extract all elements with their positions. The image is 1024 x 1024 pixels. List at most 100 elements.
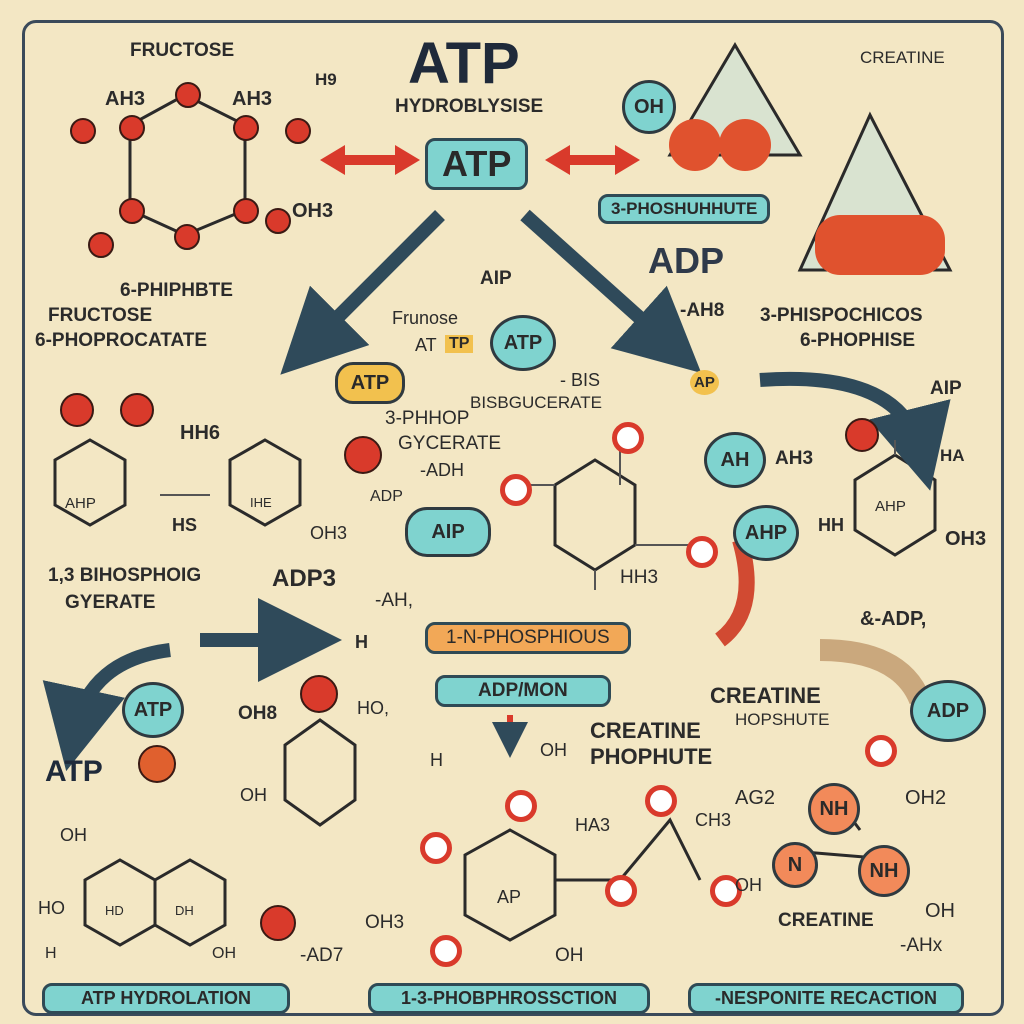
label: 6-PHOPROCATATE xyxy=(35,330,208,351)
label: AG2 xyxy=(735,787,776,809)
label: AT xyxy=(415,335,437,355)
label: OH8 xyxy=(238,703,278,724)
oxygen-atom xyxy=(174,224,200,250)
atp-node: ATP xyxy=(490,315,556,371)
oxygen-atom xyxy=(265,208,291,234)
reaction-arrows xyxy=(42,145,951,772)
oxygen-ring-atom xyxy=(505,790,537,822)
label: CREATINE PHOPHUTE xyxy=(590,718,713,769)
footer-pill-reaction: -NESPONITE RECACTION xyxy=(688,983,965,1014)
oxygen-atom xyxy=(285,118,311,144)
label: 3-PHHOP xyxy=(385,408,470,429)
footer-pill-phosphorylation: 1-3-PHOBPHROSSCTION xyxy=(368,983,651,1014)
label: HA xyxy=(940,446,965,465)
adp-node: ADP xyxy=(910,680,986,742)
ahp-node: AHP xyxy=(733,505,799,561)
ring-naphth-b xyxy=(153,858,227,947)
ring-center xyxy=(553,458,637,572)
label: ADP xyxy=(648,240,725,281)
oxygen-atom xyxy=(120,393,154,427)
subtitle: HYDROBLYSISE xyxy=(395,96,544,117)
oxygen-ring-atom xyxy=(420,832,452,864)
label: TP xyxy=(445,335,474,353)
oxygen-ring-atom xyxy=(865,735,897,767)
oxygen-atom xyxy=(70,118,96,144)
label: ATP xyxy=(45,755,103,788)
label: OH3 xyxy=(945,528,987,550)
label: GYCERATE xyxy=(398,433,502,454)
ring-left2 xyxy=(228,438,302,527)
label: OH3 xyxy=(365,912,405,933)
label: 6-PHOPHISE xyxy=(800,330,916,351)
oxygen-atom xyxy=(233,198,259,224)
nh-node: NH xyxy=(808,783,860,835)
label: ADP3 xyxy=(272,565,337,592)
label: HO, xyxy=(357,698,390,718)
label: AP xyxy=(690,370,719,395)
oxygen-atom xyxy=(88,232,114,258)
ring-left xyxy=(53,438,127,527)
ring-label: AHP xyxy=(875,498,906,515)
label: OH xyxy=(735,875,762,895)
label: H xyxy=(45,945,57,962)
label: 1,3 BIHOSPHOIG xyxy=(48,565,202,586)
ring-label: IHE xyxy=(250,495,272,510)
label: CREATINE xyxy=(778,910,874,931)
oxygen-ring-atom xyxy=(710,875,742,907)
label: BISBGUCERATE xyxy=(470,393,602,412)
page-title: ATP xyxy=(408,31,520,96)
label: FRUCTOSE xyxy=(48,305,153,326)
label: Frunose xyxy=(392,308,459,328)
label: OH3 xyxy=(310,523,348,543)
label: OH xyxy=(240,785,267,805)
oh-node: OH xyxy=(622,80,676,134)
label: CH3 xyxy=(695,810,732,830)
label: HOPSHUTE xyxy=(735,710,830,729)
atp-node: ATP xyxy=(122,682,184,738)
label: HH xyxy=(818,515,844,535)
label: -AHx xyxy=(900,935,943,956)
oxygen-atom xyxy=(260,905,296,941)
label: - BIS xyxy=(560,370,601,390)
atp-node: AIP xyxy=(405,507,491,557)
label: OH3 xyxy=(292,200,334,222)
flasks xyxy=(667,42,953,275)
label: OH2 xyxy=(905,787,947,809)
ring-bottom-left xyxy=(283,718,357,827)
label: ADP xyxy=(370,488,403,505)
label: AIP xyxy=(480,268,512,289)
label: HO xyxy=(38,898,65,918)
oxygen-atom xyxy=(119,115,145,141)
label: CREATINE xyxy=(710,683,821,708)
label: HA3 xyxy=(575,815,611,835)
oxygen-ring-atom xyxy=(605,875,637,907)
label: HH6 xyxy=(180,422,221,444)
atp-node: ATP xyxy=(335,362,405,404)
label: OH xyxy=(212,945,236,962)
label: -AH8 xyxy=(680,300,725,321)
label: OH xyxy=(540,740,567,760)
label: HH3 xyxy=(620,567,659,588)
phosphious-pill: 1-N-PHOSPHIOUS xyxy=(425,622,631,654)
diagram-frame xyxy=(22,20,1004,1016)
label: GYERATE xyxy=(65,592,156,613)
oxygen-atom xyxy=(344,436,382,474)
label: H xyxy=(430,750,443,770)
ring-bottom-center xyxy=(463,828,557,942)
oxygen-ring-atom xyxy=(645,785,677,817)
label: OH xyxy=(60,825,87,845)
oxygen-atom xyxy=(845,418,879,452)
label: AH3 xyxy=(105,88,146,110)
label: &-ADP, xyxy=(860,608,927,630)
fructose-ring xyxy=(128,93,247,237)
label: CREATINE xyxy=(860,48,945,67)
label: OH xyxy=(925,900,955,922)
footer-pill-atp-hydrolation: ATP HYDROLATION xyxy=(42,983,290,1014)
oxygen-atom xyxy=(138,745,176,783)
oxygen-ring-atom xyxy=(612,422,644,454)
oxygen-atom xyxy=(175,82,201,108)
oxygen-atom xyxy=(300,675,338,713)
label: -AD7 xyxy=(300,945,344,966)
adp-mon-pill: ADP/MON xyxy=(435,675,611,707)
